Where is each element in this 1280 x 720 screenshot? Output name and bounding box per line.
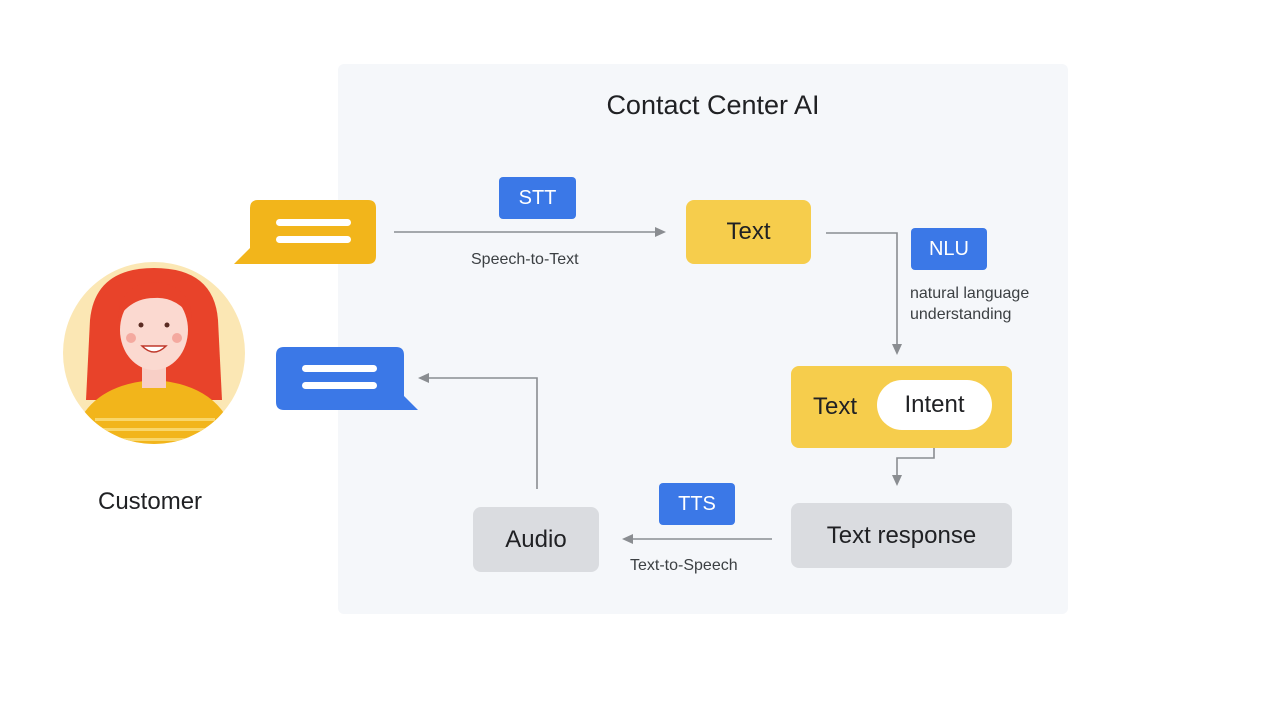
customer-label: Customer xyxy=(98,488,203,515)
response-speech-bubble xyxy=(276,347,418,410)
text-response-node: Text response xyxy=(791,503,1012,568)
customer-avatar xyxy=(63,262,245,444)
stt-caption: Speech-to-Text xyxy=(471,251,579,268)
tts-caption: Text-to-Speech xyxy=(630,557,738,574)
audio-node: Audio xyxy=(473,507,599,572)
arrow-heads xyxy=(418,227,902,544)
flow-arrows xyxy=(394,231,935,540)
intent-pill: Intent xyxy=(877,380,992,430)
tts-chip: TTS xyxy=(659,483,735,525)
nlu-caption: natural language understanding xyxy=(910,283,1029,325)
text-node: Text xyxy=(686,200,811,264)
nlu-caption-line2: understanding xyxy=(910,306,1012,323)
text-intent-text-label: Text xyxy=(813,393,858,420)
nlu-chip: NLU xyxy=(911,228,987,270)
diagram-title: Contact Center AI xyxy=(606,90,820,120)
customer-speech-bubble xyxy=(234,200,376,264)
stt-chip: STT xyxy=(499,177,576,219)
nlu-caption-line1: natural language xyxy=(910,285,1030,302)
